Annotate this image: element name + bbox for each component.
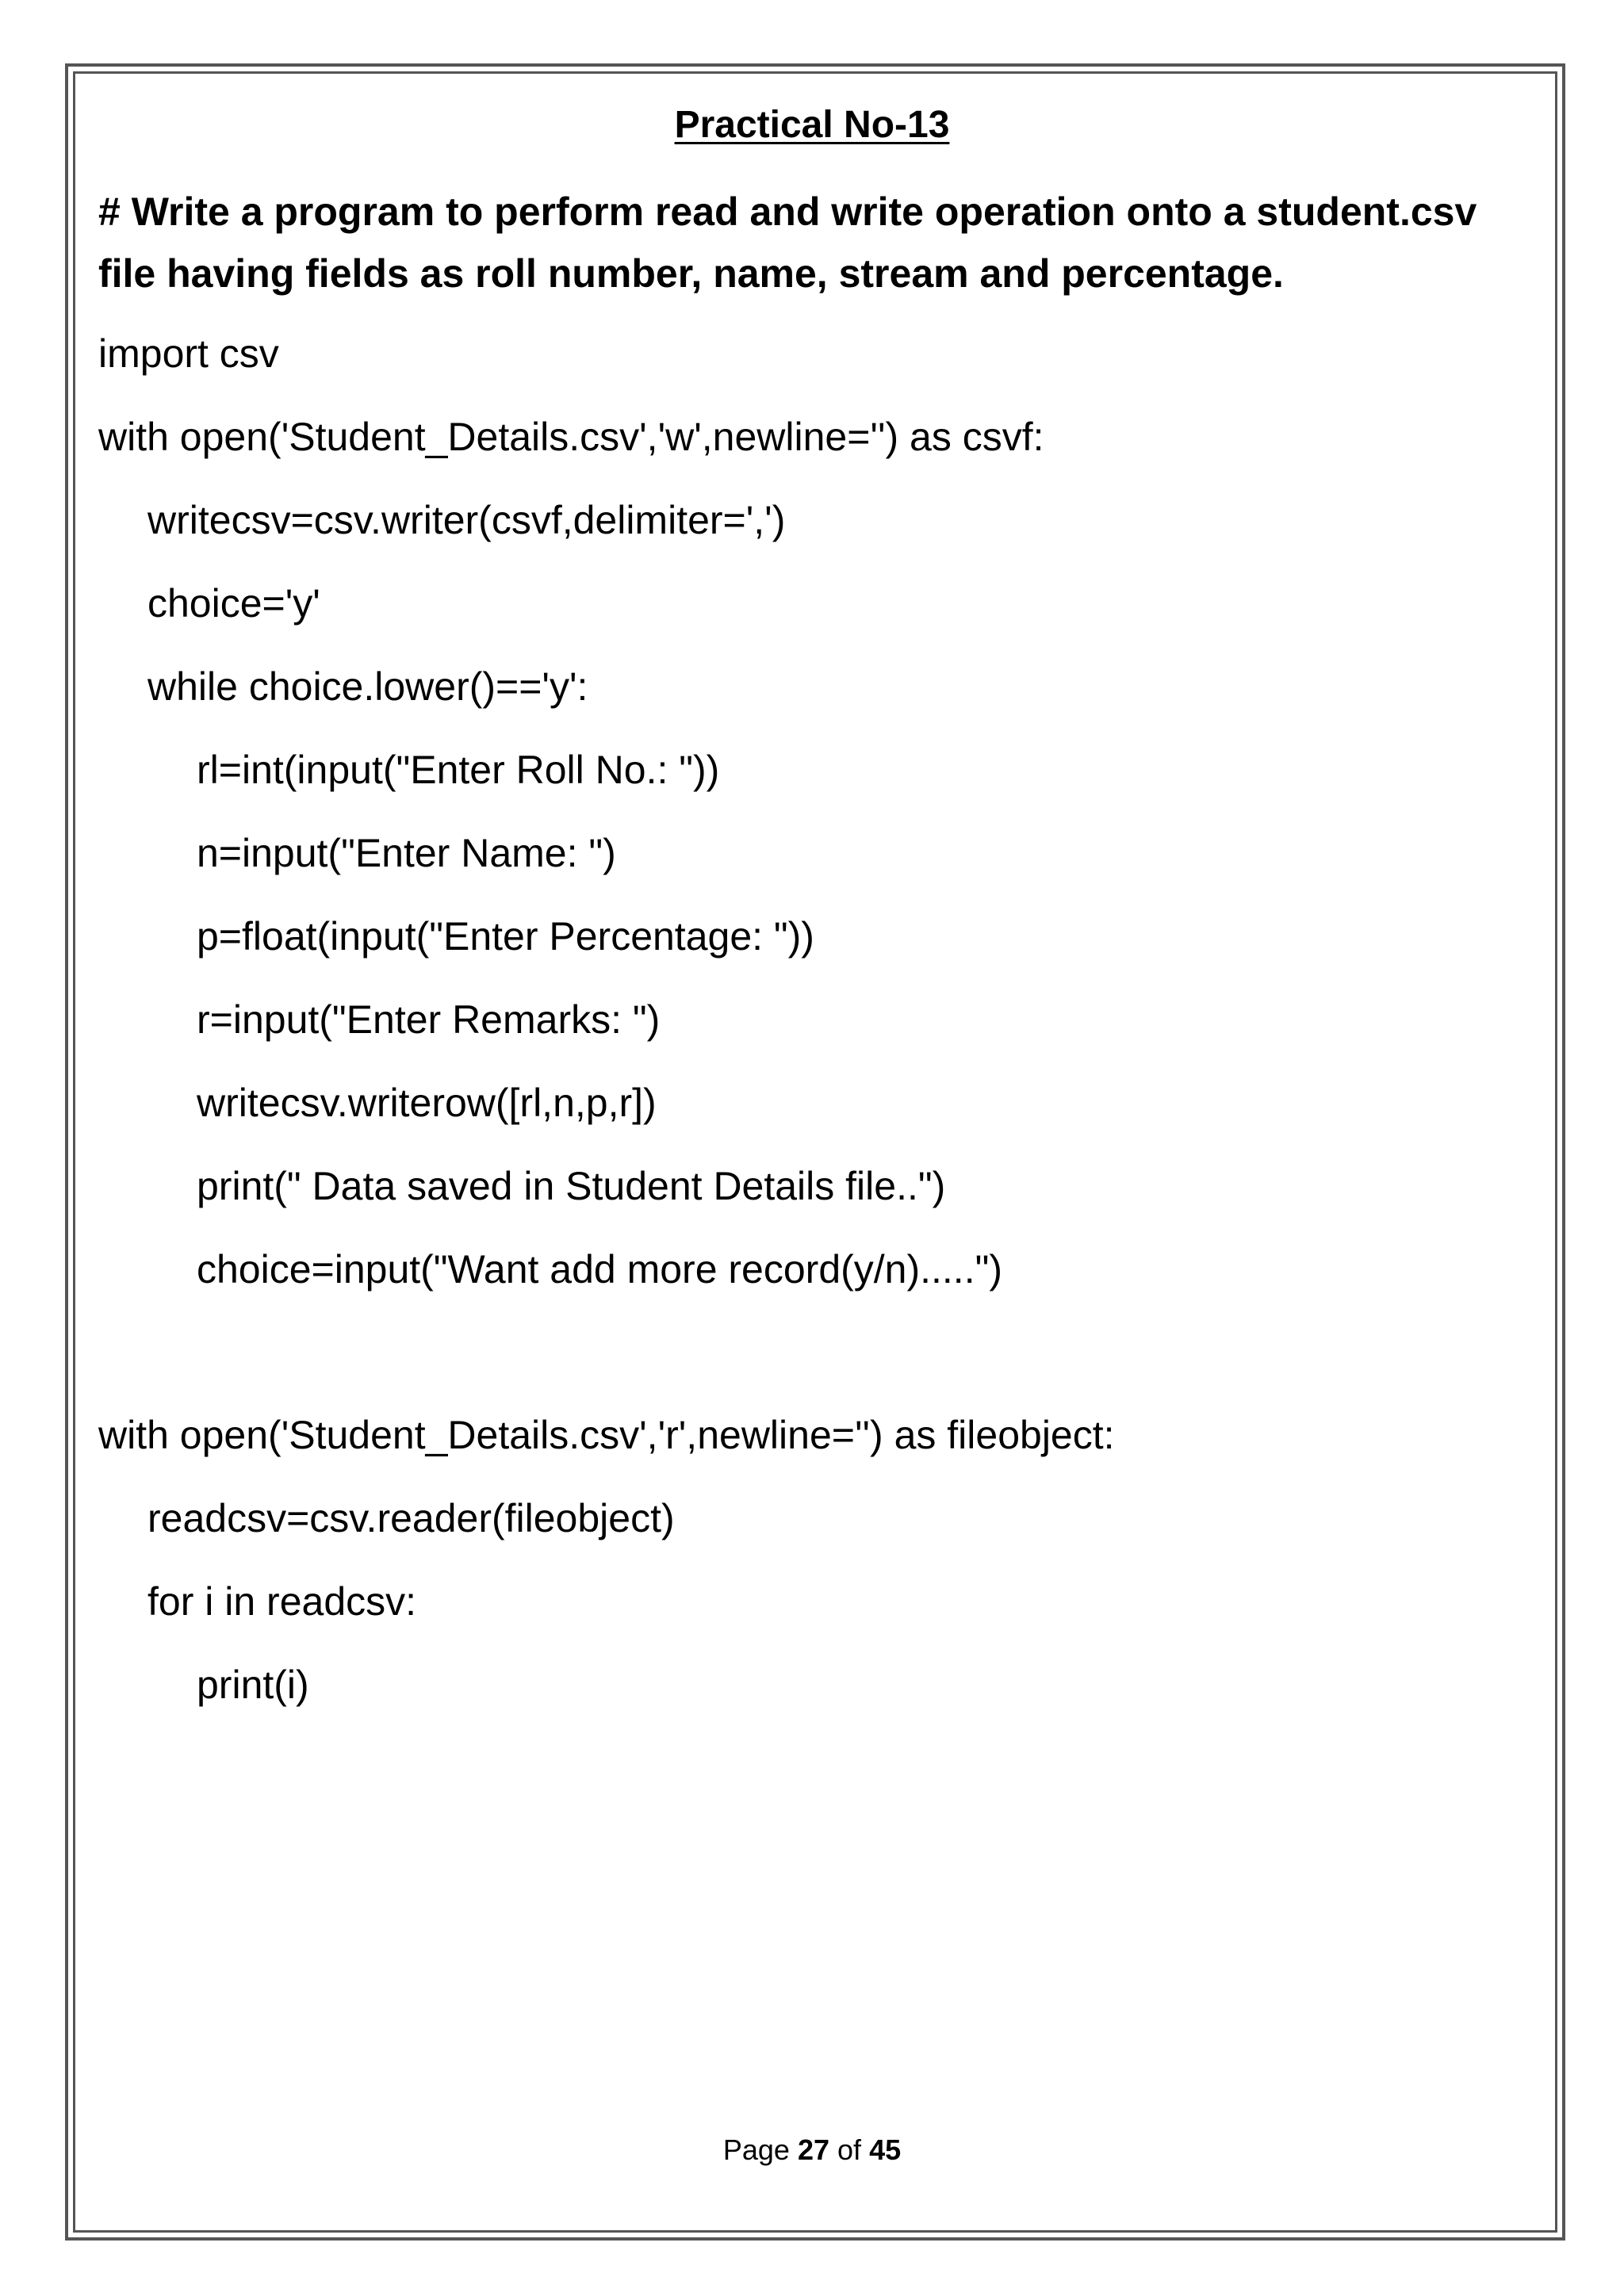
code-line: r=input("Enter Remarks: ") <box>197 997 661 1042</box>
footer-total-pages: 45 <box>869 2133 902 2166</box>
footer-of-word: of <box>837 2133 862 2166</box>
code-line: choice='y' <box>147 581 320 626</box>
code-line: while choice.lower()=='y': <box>147 664 588 709</box>
page-inner-border <box>73 71 1557 2233</box>
code-line: import csv <box>98 331 279 376</box>
footer-page-word: Page <box>722 2133 790 2166</box>
code-line: n=input("Enter Name: ") <box>197 831 616 875</box>
code-line: for i in readcsv: <box>147 1579 417 1624</box>
code-line: p=float(input("Enter Percentage: ")) <box>197 914 814 959</box>
code-line: with open('Student_Details.csv','r',newl… <box>98 1413 1115 1457</box>
code-line: rl=int(input("Enter Roll No.: ")) <box>197 748 720 792</box>
code-line: print(" Data saved in Student Details fi… <box>197 1164 946 1208</box>
question-text: # Write a program to perform read and wr… <box>98 189 1477 296</box>
code-line: with open('Student_Details.csv','w',newl… <box>98 415 1044 459</box>
code-line: choice=input("Want add more record(y/n).… <box>197 1247 1002 1292</box>
code-line: writecsv.writerow([rl,n,p,r]) <box>197 1081 657 1125</box>
page-outer-border <box>65 63 1565 2241</box>
code-line: print(i) <box>197 1663 309 1707</box>
code-line: readcsv=csv.reader(fileobject) <box>147 1496 675 1540</box>
page-title: Practical No-13 <box>674 104 950 146</box>
page-footer: Page 27 of 45 <box>0 2131 1624 2169</box>
footer-current-page: 27 <box>797 2133 830 2166</box>
code-line: writecsv=csv.writer(csvf,delimiter=',') <box>147 498 786 542</box>
